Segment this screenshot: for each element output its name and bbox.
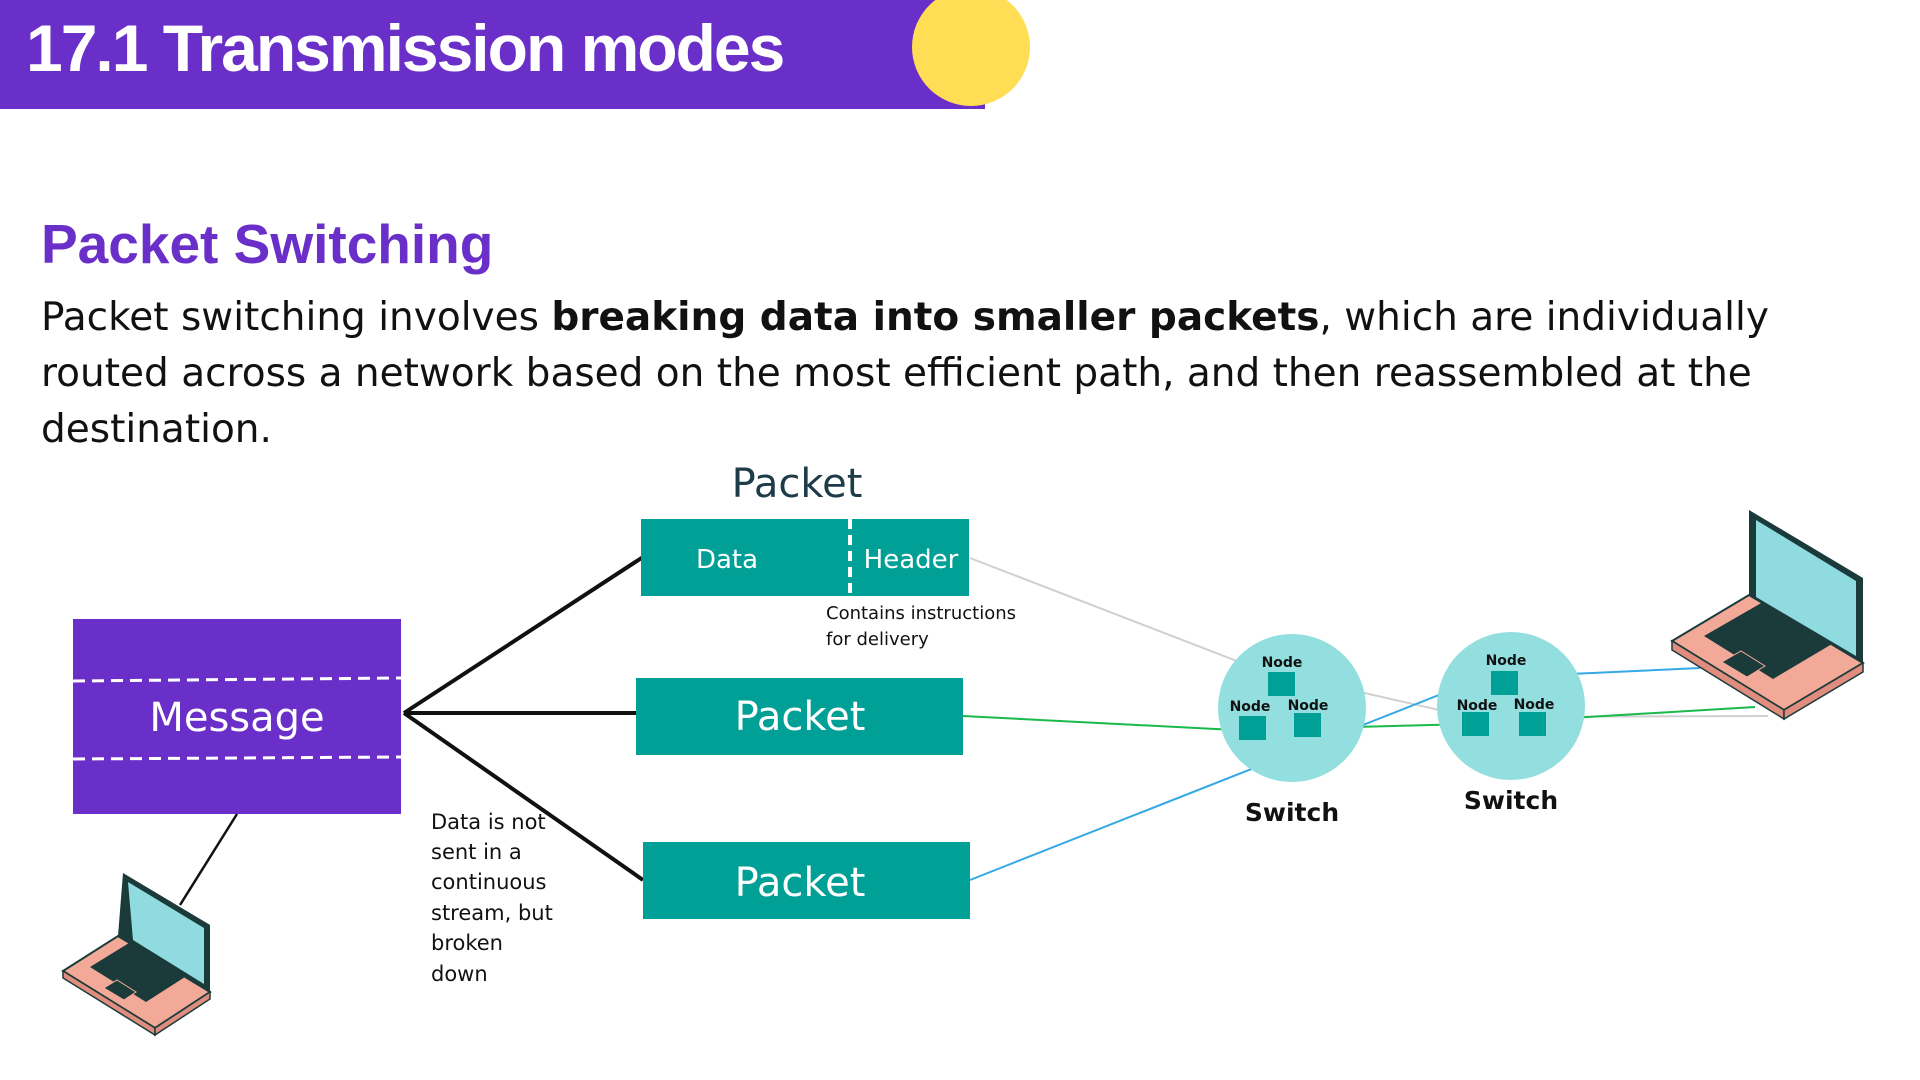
switch-1-node-top bbox=[1268, 672, 1295, 696]
split-lines bbox=[402, 555, 645, 882]
split-note-line-4: stream, but bbox=[431, 901, 553, 925]
packet-title: Packet bbox=[732, 461, 863, 507]
packet-3: Packet bbox=[643, 842, 970, 919]
switch-2-node-left-label: Node bbox=[1457, 698, 1498, 714]
header-note-line-2: for delivery bbox=[826, 629, 929, 650]
switch-2-node-top-label: Node bbox=[1486, 653, 1527, 669]
header-note-line-1: Contains instructions bbox=[826, 603, 1016, 624]
switch-1: Node Node Node Switch bbox=[1218, 634, 1366, 827]
switch-1-node-right bbox=[1294, 713, 1321, 737]
switch-2-node-right-label: Node bbox=[1514, 697, 1555, 713]
switch-2-node-top bbox=[1491, 671, 1518, 695]
intro-text-bold: breaking data into smaller packets bbox=[551, 295, 1320, 340]
laptop-left-icon bbox=[61, 873, 212, 1037]
packet-1: Data Header bbox=[641, 519, 969, 596]
message-to-laptop-line bbox=[178, 813, 239, 906]
sun-circle-decoration bbox=[912, 0, 1030, 106]
packet-2-label: Packet bbox=[735, 694, 866, 740]
switch-2-label: Switch bbox=[1464, 786, 1558, 815]
split-note-line-6: down bbox=[431, 962, 488, 986]
switch-1-node-top-label: Node bbox=[1262, 655, 1303, 671]
route-lines bbox=[962, 557, 1769, 881]
intro-text-start: Packet switching involves bbox=[41, 295, 552, 340]
switch-2: Node Node Node Switch bbox=[1437, 632, 1585, 815]
switch-2-node-left bbox=[1462, 712, 1489, 736]
packet-header-label: Header bbox=[864, 545, 959, 575]
split-note-line-3: continuous bbox=[431, 870, 547, 894]
split-note-line-1: Data is not bbox=[431, 810, 546, 834]
section-heading: Packet Switching bbox=[41, 213, 494, 275]
packet-3-label: Packet bbox=[735, 860, 866, 906]
intro-text-end: , which are individually routed across a… bbox=[41, 295, 1769, 452]
switch-1-label: Switch bbox=[1245, 798, 1339, 827]
switch-2-node-right bbox=[1519, 712, 1546, 736]
split-note-line-2: sent in a bbox=[431, 840, 522, 864]
switch-1-node-right-label: Node bbox=[1288, 698, 1329, 714]
switch-1-node-left bbox=[1239, 716, 1266, 740]
route-grey bbox=[969, 557, 1769, 719]
laptop-right-icon bbox=[1670, 510, 1865, 721]
packet-2: Packet bbox=[636, 678, 963, 755]
message-label: Message bbox=[149, 695, 324, 741]
packet-data-label: Data bbox=[696, 545, 758, 575]
section-intro: Packet switching involves breaking data … bbox=[41, 290, 1891, 458]
message-block: Message bbox=[72, 619, 402, 814]
switch-1-node-left-label: Node bbox=[1230, 699, 1271, 715]
split-note-line-5: broken bbox=[431, 931, 503, 955]
title-bar bbox=[0, 0, 985, 109]
slide-title: 17.1 Transmission modes bbox=[26, 11, 785, 85]
split-note: Data is not sent in a continuous stream,… bbox=[431, 810, 553, 986]
